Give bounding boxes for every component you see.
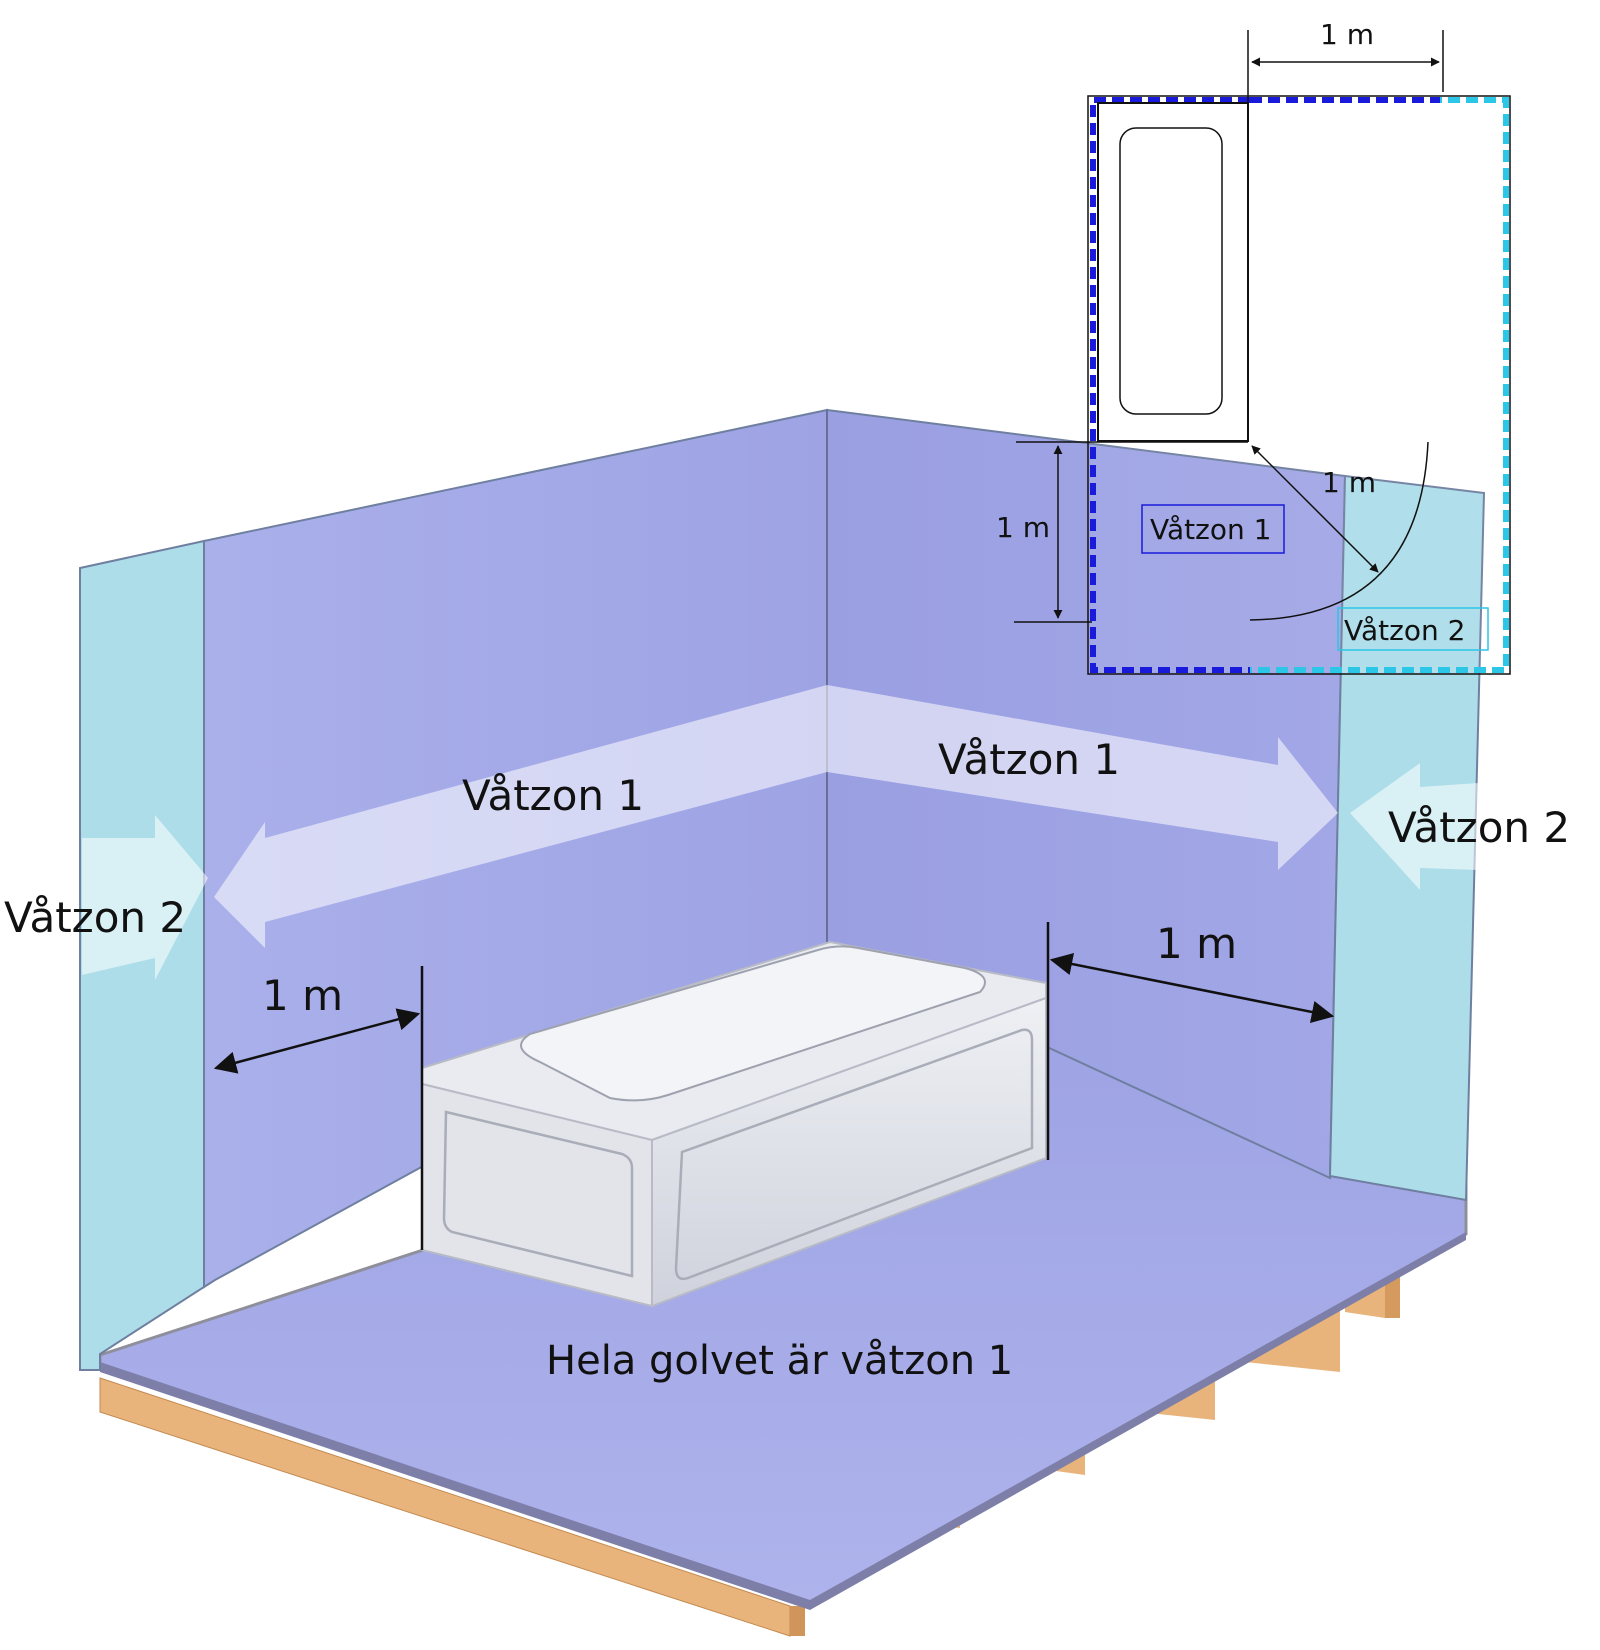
label-zone2-right: Våtzon 2 xyxy=(1388,803,1570,852)
zone-arrows xyxy=(82,685,1478,980)
label-zone1-right: Våtzon 1 xyxy=(938,735,1120,784)
plan-dim-top-label: 1 m xyxy=(1320,18,1374,51)
arrow-zone1-right xyxy=(827,685,1338,870)
plan-dim-left-label: 1 m xyxy=(996,511,1050,544)
plan-zone-1-label-box xyxy=(1141,504,1285,554)
dimension-right xyxy=(1046,922,1335,1160)
arrow-zone2-left xyxy=(82,815,208,980)
arrow-zone2-right xyxy=(1350,763,1478,890)
plan-bathtub-basin xyxy=(1119,127,1223,415)
label-dim-right: 1 m xyxy=(1156,919,1237,968)
plan-zone-1-border xyxy=(1090,97,1250,673)
bathtub-side-panel xyxy=(442,1110,634,1278)
dimension-left xyxy=(213,966,424,1250)
joist-end xyxy=(790,1606,805,1636)
plan-view: 1 m 1 m 1 m Våtzon 1 Våtzon 2 xyxy=(996,18,1511,675)
label-zone2-left: Våtzon 2 xyxy=(4,893,186,942)
label-zone1-left: Våtzon 1 xyxy=(462,771,644,820)
floor-caption: Hela golvet är våtzon 1 xyxy=(546,1338,1013,1384)
bathtub-front-panel xyxy=(674,1028,1034,1281)
plan-zone-2-label-box xyxy=(1337,607,1489,651)
plan-room-outline xyxy=(1087,95,1511,675)
label-dim-left: 1 m xyxy=(262,971,343,1020)
plan-zone-1-label: Våtzon 1 xyxy=(1150,513,1271,546)
plan-dim-diagonal-line xyxy=(1251,445,1379,573)
plan-zone-2-label: Våtzon 2 xyxy=(1344,614,1465,647)
arrow-zone1-left xyxy=(214,685,827,948)
bathtub xyxy=(421,940,1047,1308)
bathtub-basin xyxy=(520,945,986,1102)
plan-radius-arc xyxy=(1249,441,1429,621)
plan-dim-diagonal-label: 1 m xyxy=(1322,466,1376,499)
